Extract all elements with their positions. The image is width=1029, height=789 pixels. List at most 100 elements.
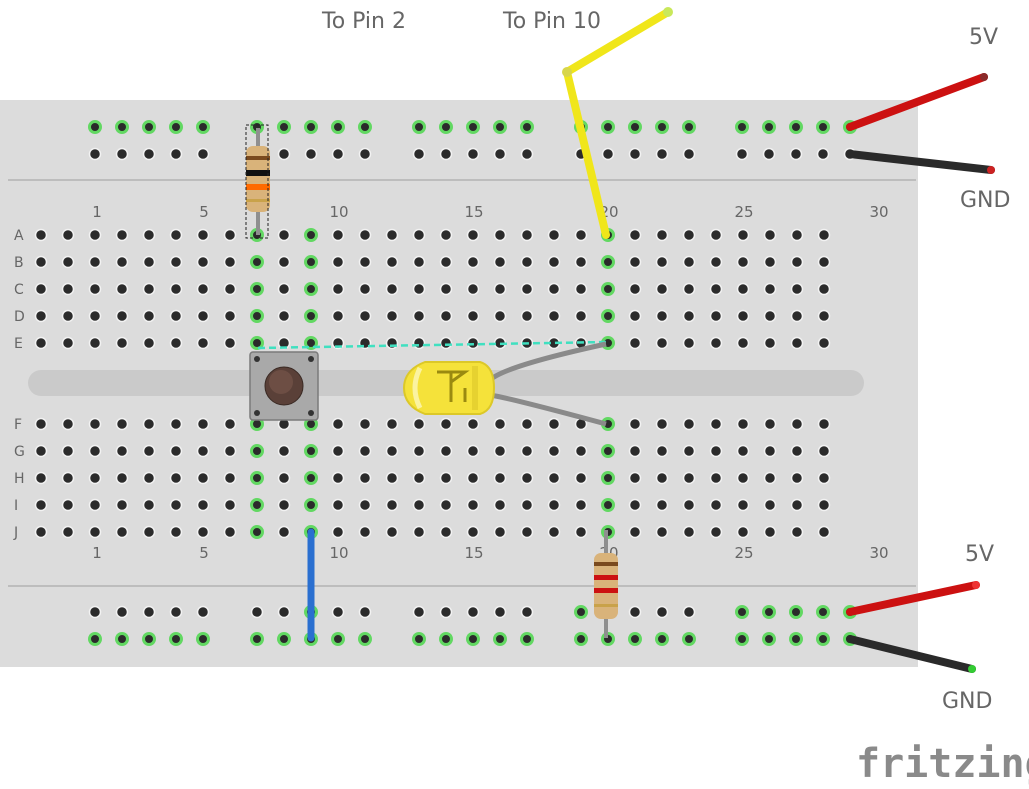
breadboard-hole[interactable] — [223, 498, 237, 512]
breadboard-hole[interactable] — [709, 309, 723, 323]
power-rail-hole[interactable] — [115, 147, 129, 161]
led-yellow[interactable] — [402, 361, 496, 415]
power-rail-hole[interactable] — [88, 120, 102, 134]
breadboard-hole[interactable] — [385, 309, 399, 323]
breadboard-hole[interactable] — [358, 282, 372, 296]
breadboard-hole[interactable] — [682, 498, 696, 512]
breadboard-hole[interactable] — [331, 417, 345, 431]
breadboard-hole[interactable] — [304, 255, 318, 269]
power-rail-hole[interactable] — [169, 120, 183, 134]
power-rail-hole[interactable] — [628, 605, 642, 619]
breadboard-hole[interactable] — [223, 417, 237, 431]
breadboard-hole[interactable] — [655, 444, 669, 458]
breadboard-hole[interactable] — [763, 471, 777, 485]
breadboard-hole[interactable] — [655, 336, 669, 350]
breadboard-hole[interactable] — [574, 309, 588, 323]
breadboard-hole[interactable] — [115, 417, 129, 431]
power-rail-hole[interactable] — [520, 605, 534, 619]
power-rail-hole[interactable] — [169, 605, 183, 619]
power-rail-hole[interactable] — [466, 605, 480, 619]
breadboard-hole[interactable] — [277, 525, 291, 539]
breadboard-hole[interactable] — [142, 498, 156, 512]
breadboard-hole[interactable] — [250, 525, 264, 539]
power-rail-hole[interactable] — [816, 605, 830, 619]
power-rail-hole[interactable] — [493, 632, 507, 646]
breadboard-hole[interactable] — [466, 417, 480, 431]
power-rail-hole[interactable] — [789, 632, 803, 646]
breadboard-hole[interactable] — [412, 525, 426, 539]
breadboard-hole[interactable] — [223, 228, 237, 242]
power-rail-hole[interactable] — [762, 605, 776, 619]
power-rail-hole[interactable] — [412, 632, 426, 646]
breadboard-hole[interactable] — [304, 282, 318, 296]
power-rail-hole[interactable] — [304, 147, 318, 161]
breadboard-hole[interactable] — [61, 417, 75, 431]
breadboard-hole[interactable] — [817, 417, 831, 431]
breadboard-hole[interactable] — [439, 228, 453, 242]
breadboard-hole[interactable] — [682, 471, 696, 485]
breadboard-hole[interactable] — [628, 525, 642, 539]
breadboard-hole[interactable] — [655, 255, 669, 269]
breadboard-hole[interactable] — [331, 228, 345, 242]
breadboard-hole[interactable] — [736, 471, 750, 485]
breadboard-hole[interactable] — [34, 255, 48, 269]
breadboard-hole[interactable] — [628, 471, 642, 485]
power-rail-hole[interactable] — [304, 120, 318, 134]
breadboard-hole[interactable] — [520, 228, 534, 242]
power-rail-hole[interactable] — [520, 632, 534, 646]
power-rail-hole[interactable] — [574, 632, 588, 646]
power-rail-hole[interactable] — [196, 605, 210, 619]
breadboard-hole[interactable] — [88, 444, 102, 458]
breadboard-hole[interactable] — [277, 471, 291, 485]
breadboard-hole[interactable] — [196, 336, 210, 350]
breadboard-hole[interactable] — [709, 471, 723, 485]
breadboard-hole[interactable] — [655, 228, 669, 242]
breadboard-hole[interactable] — [304, 336, 318, 350]
breadboard-hole[interactable] — [196, 228, 210, 242]
breadboard-hole[interactable] — [223, 444, 237, 458]
breadboard-hole[interactable] — [196, 282, 210, 296]
power-rail-hole[interactable] — [142, 605, 156, 619]
breadboard-hole[interactable] — [385, 417, 399, 431]
breadboard-hole[interactable] — [547, 255, 561, 269]
breadboard-hole[interactable] — [682, 417, 696, 431]
breadboard-hole[interactable] — [304, 471, 318, 485]
breadboard-hole[interactable] — [763, 498, 777, 512]
breadboard-hole[interactable] — [466, 282, 480, 296]
breadboard-hole[interactable] — [61, 471, 75, 485]
breadboard-hole[interactable] — [493, 471, 507, 485]
breadboard-hole[interactable] — [736, 336, 750, 350]
breadboard-hole[interactable] — [601, 471, 615, 485]
breadboard-hole[interactable] — [169, 444, 183, 458]
breadboard-hole[interactable] — [358, 309, 372, 323]
breadboard-hole[interactable] — [61, 498, 75, 512]
breadboard-hole[interactable] — [250, 444, 264, 458]
breadboard-hole[interactable] — [196, 309, 210, 323]
breadboard-hole[interactable] — [439, 417, 453, 431]
breadboard-hole[interactable] — [412, 471, 426, 485]
breadboard-hole[interactable] — [223, 471, 237, 485]
power-rail-hole[interactable] — [412, 605, 426, 619]
breadboard-hole[interactable] — [142, 309, 156, 323]
breadboard-hole[interactable] — [169, 309, 183, 323]
breadboard-hole[interactable] — [439, 282, 453, 296]
breadboard-hole[interactable] — [466, 309, 480, 323]
breadboard-hole[interactable] — [736, 282, 750, 296]
breadboard-hole[interactable] — [520, 498, 534, 512]
power-rail-hole[interactable] — [88, 632, 102, 646]
power-rail-hole[interactable] — [115, 632, 129, 646]
breadboard-hole[interactable] — [331, 444, 345, 458]
breadboard-hole[interactable] — [34, 444, 48, 458]
breadboard-hole[interactable] — [331, 282, 345, 296]
breadboard-hole[interactable] — [790, 228, 804, 242]
breadboard-hole[interactable] — [520, 309, 534, 323]
breadboard-hole[interactable] — [709, 282, 723, 296]
wire-black-top[interactable] — [846, 150, 995, 174]
breadboard-hole[interactable] — [115, 471, 129, 485]
breadboard-hole[interactable] — [358, 228, 372, 242]
breadboard-hole[interactable] — [817, 525, 831, 539]
breadboard-hole[interactable] — [169, 417, 183, 431]
power-rail-hole[interactable] — [439, 147, 453, 161]
breadboard-hole[interactable] — [358, 498, 372, 512]
power-rail-hole[interactable] — [628, 632, 642, 646]
